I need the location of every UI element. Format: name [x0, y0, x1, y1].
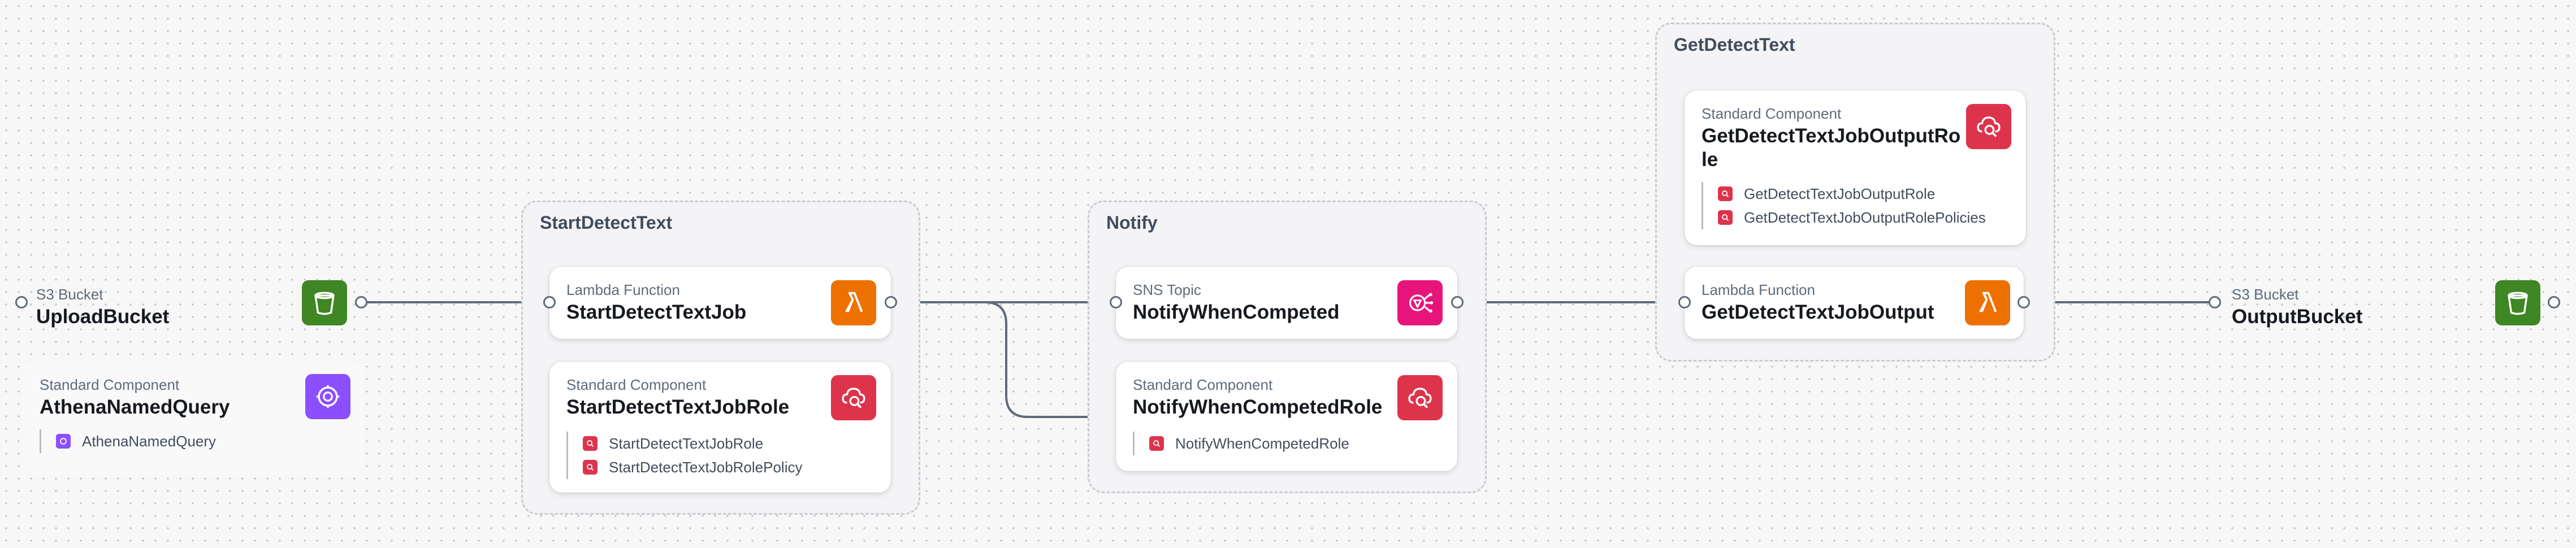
- iam-policy-icon: [1718, 210, 1733, 225]
- node-name-line-1: GetDetectTextJobOutputRo: [1702, 125, 1961, 147]
- iam-role-icon: [1718, 186, 1733, 201]
- node-start-detect-text-job[interactable]: Lambda Function StartDetectTextJob: [549, 267, 891, 339]
- port-notify-topic-output[interactable]: [1451, 296, 1464, 308]
- iam-role-icon: [1397, 375, 1443, 420]
- s3-bucket-icon: [2495, 280, 2540, 325]
- sns-topic-icon: [1397, 280, 1443, 325]
- node-upload-bucket[interactable]: S3 Bucket UploadBucket: [21, 271, 361, 334]
- node-name: NotifyWhenCompeted: [1133, 301, 1340, 323]
- group-title: GetDetectText: [1674, 34, 1795, 55]
- node-type: SNS Topic: [1133, 281, 1201, 298]
- node-name: NotifyWhenCompetedRole: [1133, 396, 1383, 418]
- child-resources-list: StartDetectTextJobRole StartDetectTextJo…: [566, 432, 802, 479]
- port-notify-topic-input[interactable]: [1110, 296, 1122, 308]
- lambda-icon: [1965, 280, 2010, 325]
- node-get-detect-text-job-output[interactable]: Lambda Function GetDetectTextJobOutput: [1685, 267, 2024, 339]
- child-resources-list: NotifyWhenCompetedRole: [1133, 432, 1349, 455]
- node-notify-when-competed-role[interactable]: Standard Component NotifyWhenCompetedRol…: [1116, 362, 1457, 471]
- node-notify-when-competed[interactable]: SNS Topic NotifyWhenCompeted: [1116, 267, 1457, 339]
- child-resource-item[interactable]: StartDetectTextJobRole: [583, 432, 802, 455]
- child-resource-label: GetDetectTextJobOutputRole: [1744, 185, 1936, 202]
- node-start-detect-text-job-role[interactable]: Standard Component StartDetectTextJobRol…: [549, 362, 891, 493]
- child-resource-label: GetDetectTextJobOutputRolePolicies: [1744, 208, 1986, 226]
- child-resources-list: GetDetectTextJobOutputRole GetDetectText…: [1702, 182, 1986, 229]
- child-resource-item[interactable]: GetDetectTextJobOutputRole: [1718, 182, 1986, 206]
- node-type: Standard Component: [1133, 376, 1273, 393]
- port-output-bucket-input[interactable]: [2209, 296, 2221, 308]
- node-name: AthenaNamedQuery: [40, 396, 230, 418]
- node-output-bucket[interactable]: S3 Bucket OutputBucket: [2215, 271, 2554, 334]
- child-resource-item[interactable]: NotifyWhenCompetedRole: [1149, 432, 1349, 455]
- node-type: S3 Bucket: [36, 286, 103, 303]
- port-start-job-output[interactable]: [885, 296, 897, 308]
- node-type: Standard Component: [40, 376, 180, 393]
- child-resource-label: NotifyWhenCompetedRole: [1175, 434, 1349, 452]
- node-name: OutputBucket: [2232, 306, 2363, 328]
- node-name-line-2: le: [1702, 149, 1718, 171]
- port-get-output-output[interactable]: [2017, 296, 2030, 308]
- athena-icon: [56, 434, 71, 449]
- child-resource-item[interactable]: AthenaNamedQuery: [56, 429, 216, 453]
- node-type: Lambda Function: [566, 281, 680, 298]
- s3-bucket-icon: [302, 280, 347, 325]
- child-resource-item[interactable]: GetDetectTextJobOutputRolePolicies: [1718, 206, 1986, 229]
- iam-role-icon: [1966, 104, 2011, 149]
- group-title: StartDetectText: [540, 212, 673, 233]
- node-name: GetDetectTextJobOutput: [1702, 301, 1934, 323]
- node-name: StartDetectTextJob: [566, 301, 747, 323]
- port-output-bucket-output[interactable]: [2548, 296, 2560, 308]
- iam-role-icon: [1149, 436, 1164, 451]
- node-get-detect-text-job-output-role[interactable]: Standard Component GetDetectTextJobOutpu…: [1685, 90, 2026, 245]
- node-type: Lambda Function: [1702, 281, 1815, 298]
- lambda-icon: [831, 280, 876, 325]
- iam-policy-icon: [583, 460, 598, 475]
- node-athena-named-query[interactable]: Standard Component AthenaNamedQuery Athe…: [23, 362, 363, 475]
- port-start-job-input[interactable]: [543, 296, 556, 308]
- athena-icon: [305, 374, 350, 419]
- port-get-output-input[interactable]: [1678, 296, 1691, 308]
- node-name: GetDetectTextJobOutputRo le: [1702, 124, 1960, 172]
- child-resource-label: AthenaNamedQuery: [82, 432, 217, 450]
- node-name: UploadBucket: [36, 306, 170, 328]
- iam-role-icon: [831, 375, 876, 420]
- node-type: Standard Component: [1702, 105, 1842, 122]
- child-resource-label: StartDetectTextJobRole: [609, 434, 764, 452]
- node-type: S3 Bucket: [2232, 286, 2299, 303]
- child-resources-list: AthenaNamedQuery: [40, 429, 216, 453]
- port-upload-bucket-output[interactable]: [355, 296, 367, 308]
- iam-role-icon: [583, 436, 598, 451]
- port-upload-bucket-input[interactable]: [15, 296, 28, 308]
- child-resource-label: StartDetectTextJobRolePolicy: [609, 458, 803, 476]
- child-resource-item[interactable]: StartDetectTextJobRolePolicy: [583, 455, 802, 479]
- connector-start-to-notify-role: [891, 301, 1122, 418]
- group-title: Notify: [1106, 212, 1158, 233]
- node-type: Standard Component: [566, 376, 707, 393]
- node-name: StartDetectTextJobRole: [566, 396, 790, 418]
